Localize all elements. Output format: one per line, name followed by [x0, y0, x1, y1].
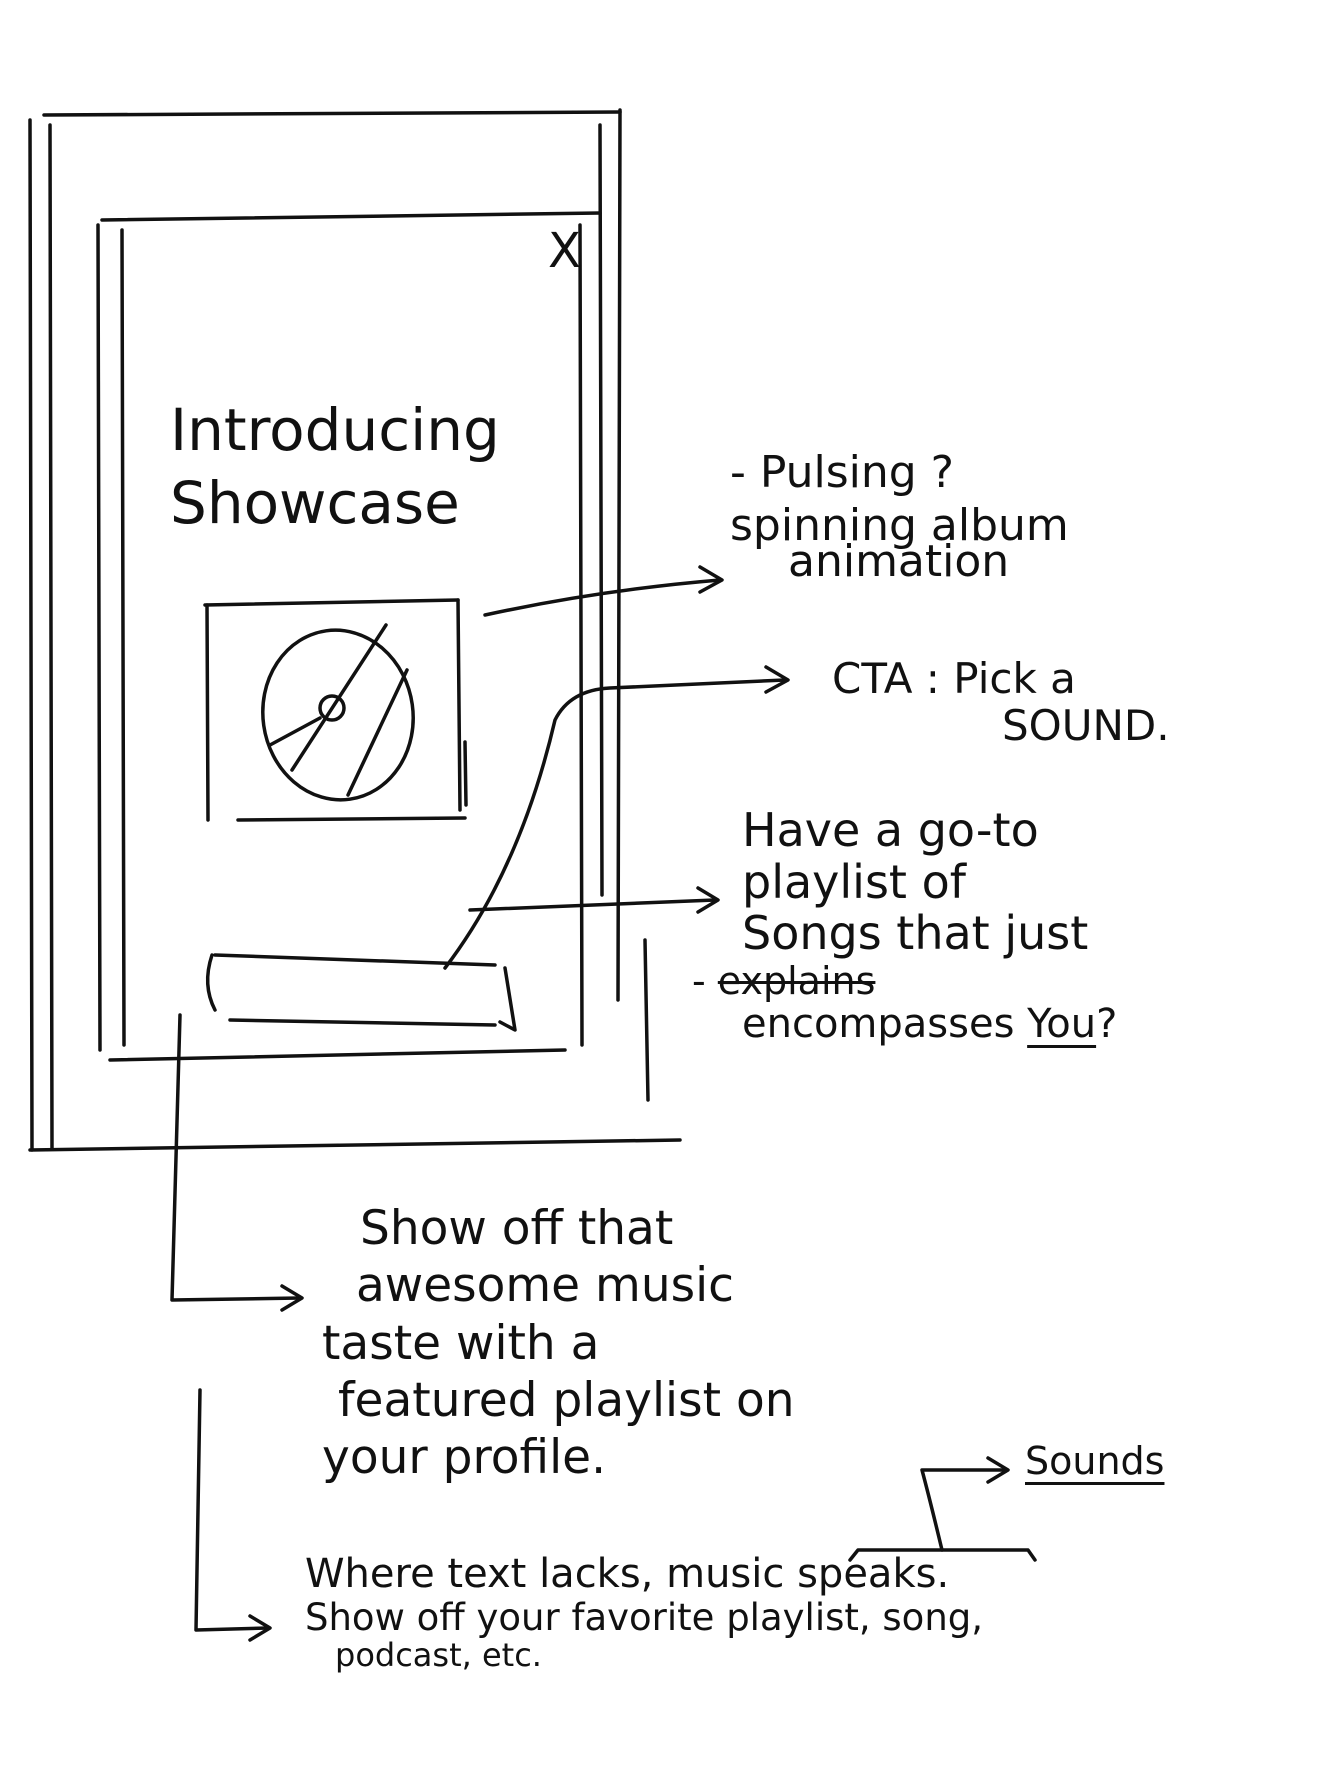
note-playlist-line-5-suffix: ? [1096, 1001, 1118, 1048]
note-show-off-line-2: awesome music [356, 1258, 734, 1314]
note-playlist-line-4: - explains [692, 958, 1117, 1003]
note-show-off-line-1: Show off that [360, 1201, 674, 1256]
title-line-2: Showcase [170, 468, 460, 537]
note-playlist-dash: - [692, 958, 718, 1003]
note-album-line-1: - Pulsing ? [730, 447, 955, 498]
note-playlist-line-1: Have a go-to [742, 803, 1039, 857]
arrow-right-icon [194, 1388, 272, 1642]
note-album-line-2: spinning album [730, 500, 1069, 552]
note-cta: CTA : Pick a SOUND. [832, 655, 1170, 749]
phone-frame [28, 108, 682, 1152]
note-album-animation: - Pulsing ? spinning album animation [730, 448, 1069, 586]
note-show-off: Show off that awesome music taste with a… [322, 1200, 794, 1487]
arrow-right-icon [483, 565, 724, 617]
note-playlist-line-5: encompasses You? [742, 1002, 1117, 1047]
note-album-line-3: animation [788, 535, 1010, 587]
note-cta-line-1: CTA : Pick a [832, 654, 1076, 703]
note-show-off-line-3: taste with a [322, 1315, 600, 1371]
note-playlist-line-2: playlist of [742, 854, 966, 909]
album-art-frame [203, 598, 468, 822]
note-speaks-line-3: podcast, etc. [335, 1636, 542, 1675]
modal-title: Introducing Showcase [170, 398, 500, 536]
cta-button-sketch[interactable] [205, 953, 517, 1032]
note-show-off-line-4: featured playlist on [338, 1372, 795, 1428]
arrow-right-icon [468, 886, 720, 914]
note-sounds: Sounds [1025, 1439, 1165, 1483]
arrow-right-icon [170, 1013, 304, 1312]
vinyl-record-icon [261, 623, 415, 802]
title-line-1: Introducing [170, 396, 500, 464]
note-speaks-line-2: Show off your favorite playlist, song, [305, 1595, 984, 1639]
note-playlist-struck-word: explains [717, 958, 876, 1003]
note-music-speaks: Where text lacks, music speaks. Show off… [305, 1552, 983, 1674]
modal-card [96, 211, 602, 1062]
close-icon[interactable]: X [548, 223, 581, 279]
note-cta-line-2: SOUND. [1002, 701, 1170, 751]
note-speaks-line-1: Where text lacks, music speaks. [305, 1551, 950, 1597]
sounds-connector [848, 1456, 1037, 1562]
arrow-right-icon [443, 665, 790, 970]
note-playlist-line-3: Songs that just [742, 906, 1089, 961]
note-playlist-line-5-prefix: encompasses [742, 1001, 1028, 1048]
note-show-off-line-5: your profile. [322, 1430, 607, 1486]
note-playlist-emphasis: You [1027, 1001, 1097, 1048]
note-playlist: Have a go-to playlist of Songs that just… [692, 803, 1117, 1047]
